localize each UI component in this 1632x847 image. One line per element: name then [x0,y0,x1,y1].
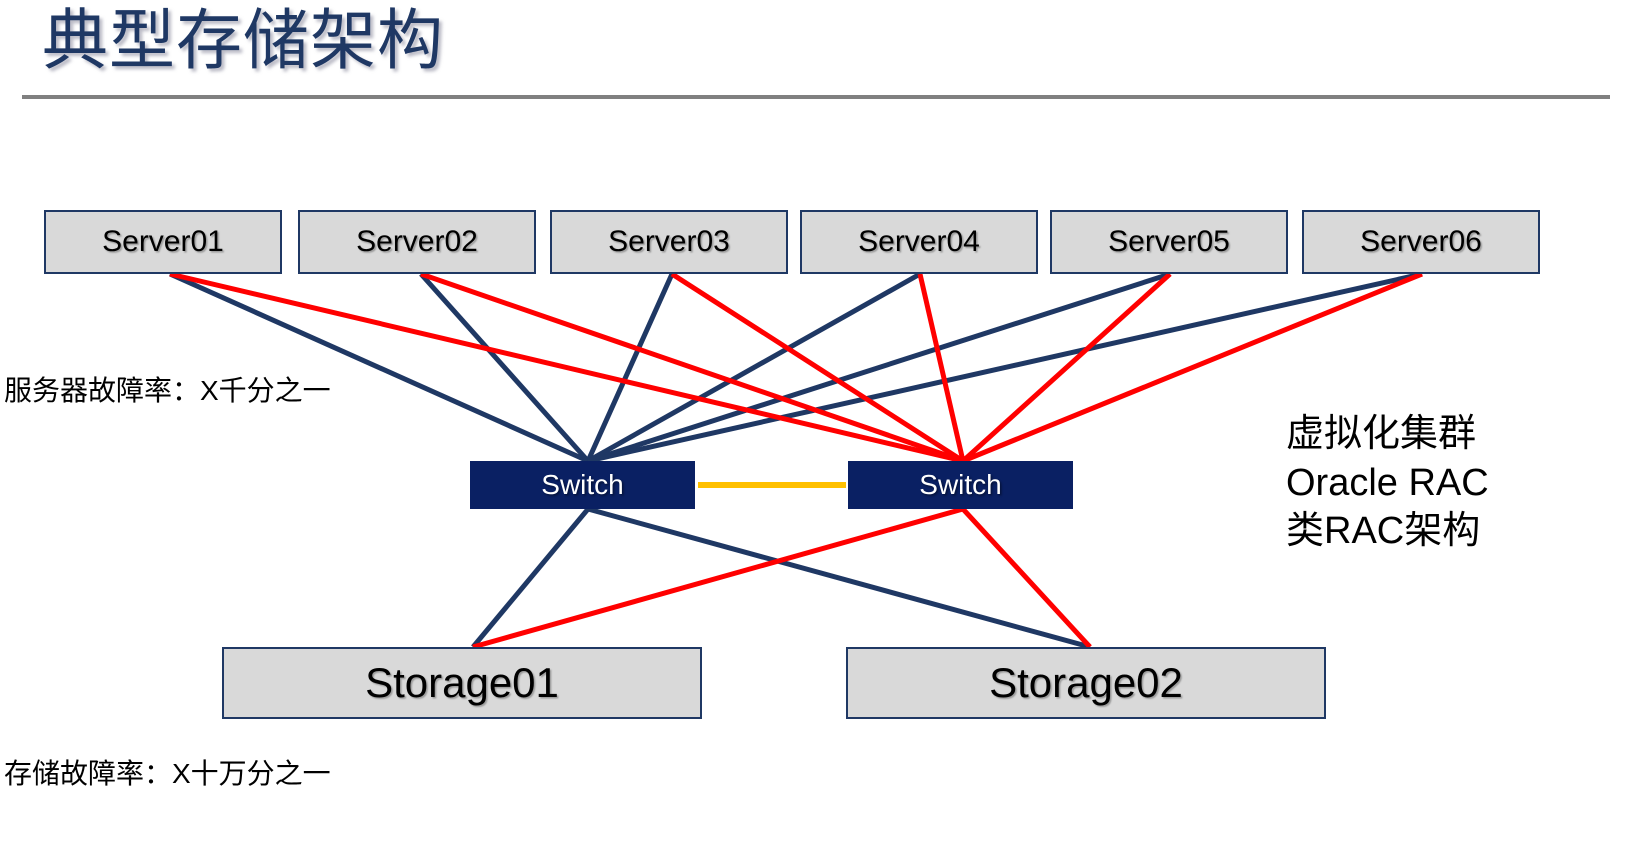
switch-to-storage-links [471,506,1092,650]
link-server4-to-switch-left [586,271,922,464]
link-server2-to-switch-right [420,271,964,464]
cluster-note: 虚拟化集群 Oracle RAC 类RAC架构 [1286,410,1546,556]
server-node-label: Server03 [608,225,730,258]
server-node-2[interactable]: Server02 [298,210,536,274]
storage-node-2[interactable]: Storage02 [846,647,1326,719]
server-node-label: Server02 [356,225,478,258]
switch-node-label: Switch [541,469,624,500]
page-title: 典型存储架构 [42,3,444,77]
link-switch-right-to-storage01 [472,506,964,650]
link-server5-to-switch-left [587,271,1171,464]
link-server6-to-switch-right [962,271,1423,464]
link-server1-to-switch-left [168,271,590,464]
server-to-right-switch-links [169,271,1423,464]
storage-failure-rate-label: 存储故障率：X十万分之一 [4,758,331,789]
server-to-left-switch-links [168,271,1423,464]
link-switch-right-to-storage02 [961,507,1092,649]
switch-node-2[interactable]: Switch [848,461,1073,509]
server-node-4[interactable]: Server04 [800,210,1038,274]
server-node-label: Server06 [1360,225,1482,258]
link-server3-to-switch-left [585,272,675,463]
cluster-note-line-2: Oracle RAC [1286,461,1489,504]
switch-node-label: Switch [919,469,1002,500]
link-server5-to-switch-right [961,272,1172,463]
storage-node-label: Storage01 [365,659,559,706]
link-server3-to-switch-right [670,271,965,464]
link-server4-to-switch-right [917,273,966,462]
link-switch-left-to-storage02 [587,506,1091,650]
link-switch-left-to-storage01 [471,507,590,649]
link-server1-to-switch-right [169,271,964,464]
server-node-label: Server05 [1108,225,1230,258]
link-server2-to-switch-left [419,272,590,463]
server-failure-rate-label: 服务器故障率：X千分之一 [4,375,331,406]
server-node-6[interactable]: Server06 [1302,210,1540,274]
storage-node-1[interactable]: Storage01 [222,647,702,719]
server-node-label: Server01 [102,225,224,258]
cluster-note-line-3: 类RAC架构 [1286,510,1481,553]
title-divider [22,95,1610,99]
link-server6-to-switch-left [587,271,1423,464]
server-node-label: Server04 [858,225,980,258]
storage-node-label: Storage02 [989,659,1183,706]
cluster-note-line-1: 虚拟化集群 [1286,413,1477,455]
switch-node-1[interactable]: Switch [470,461,695,509]
server-node-5[interactable]: Server05 [1050,210,1288,274]
server-node-3[interactable]: Server03 [550,210,788,274]
server-node-1[interactable]: Server01 [44,210,282,274]
